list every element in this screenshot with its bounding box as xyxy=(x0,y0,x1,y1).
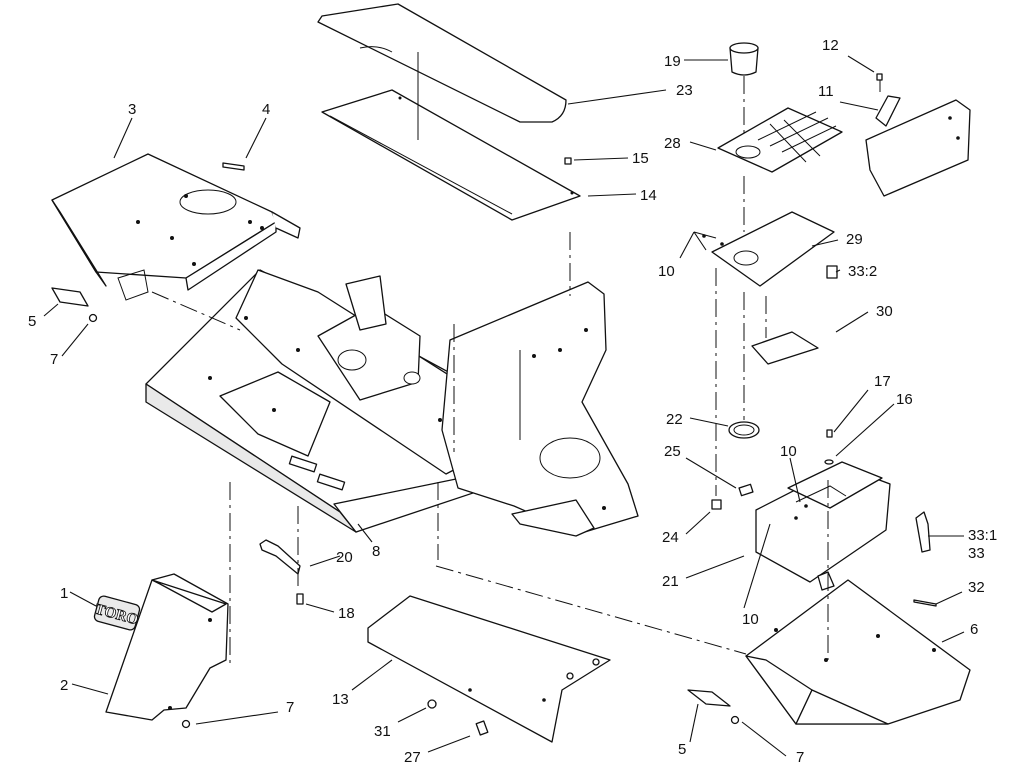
callout-22: 22 xyxy=(666,411,683,428)
callout-7-lower: 7 xyxy=(286,699,294,716)
callout-16: 16 xyxy=(896,391,913,408)
part-7-bolt-left xyxy=(88,313,98,323)
callout-12: 12 xyxy=(822,37,839,54)
callout-15: 15 xyxy=(632,150,649,167)
part-18-screw xyxy=(296,593,304,605)
callout-7-right: 7 xyxy=(796,749,804,766)
alignment-lines xyxy=(151,76,881,668)
callout-33: 33 xyxy=(968,545,985,562)
callout-29: 29 xyxy=(846,231,863,248)
callout-8: 8 xyxy=(372,543,380,560)
part-22-ring xyxy=(728,421,760,439)
part-11-bracket xyxy=(875,95,901,127)
callout-labels: 1 2 3 4 5 7 7 8 23 14 15 19 28 10 29 33:… xyxy=(28,37,997,766)
callout-10-bottom: 10 xyxy=(742,611,759,628)
part-28-grid-decal xyxy=(717,107,843,173)
part-3-left-cover xyxy=(51,153,301,301)
callout-20: 20 xyxy=(336,549,353,566)
part-31-nut xyxy=(427,699,437,709)
callout-3: 3 xyxy=(128,101,136,118)
part-12-screw xyxy=(876,73,883,81)
part-5-label-left xyxy=(51,287,89,307)
callout-1: 1 xyxy=(60,585,68,602)
part-14-panel xyxy=(321,89,581,221)
part-2-left-panel xyxy=(105,573,229,721)
callout-18: 18 xyxy=(338,605,355,622)
callout-30: 30 xyxy=(876,303,893,320)
part-16-washer xyxy=(824,459,834,465)
callout-14: 14 xyxy=(640,187,657,204)
callout-11: 11 xyxy=(818,83,834,100)
callout-21: 21 xyxy=(662,573,679,590)
callout-24: 24 xyxy=(662,529,679,546)
callout-33-2: 33:2 xyxy=(848,263,877,280)
part-5-label-right xyxy=(687,689,731,707)
part-17-screw xyxy=(826,429,833,438)
callout-17: 17 xyxy=(874,373,891,390)
part-7-bolt-right xyxy=(730,715,740,725)
callout-10-top: 10 xyxy=(658,263,675,280)
callout-13: 13 xyxy=(332,691,349,708)
part-13-panel xyxy=(367,595,611,743)
callout-6: 6 xyxy=(970,621,978,638)
callout-31: 31 xyxy=(374,723,391,740)
leader-lines xyxy=(43,55,965,757)
right-upper-panel xyxy=(865,99,971,197)
part-25-fuse xyxy=(738,483,754,497)
part-27-spacer xyxy=(475,720,489,736)
part-1-logo-decal: TORO xyxy=(93,595,141,631)
part-8-main-frame xyxy=(145,269,513,533)
callout-5-right: 5 xyxy=(678,741,686,758)
part-7-bolt-lower xyxy=(181,719,191,729)
part-20-bracket xyxy=(259,539,301,575)
part-33-latch xyxy=(915,511,931,553)
callout-27: 27 xyxy=(404,749,421,766)
callout-32: 32 xyxy=(968,579,985,596)
part-33-2-clip xyxy=(826,265,838,279)
part-30-plate xyxy=(751,331,819,365)
callout-25: 25 xyxy=(664,443,681,460)
part-21-console-housing xyxy=(755,461,891,591)
callout-2: 2 xyxy=(60,677,68,694)
callout-7-left: 7 xyxy=(50,351,58,368)
rear-chassis-plate xyxy=(441,281,639,537)
part-24-fuse xyxy=(711,499,722,510)
part-4-strip xyxy=(222,162,245,171)
callout-5-left: 5 xyxy=(28,313,36,330)
callout-10-middle: 10 xyxy=(780,443,797,460)
part-23-top-cover xyxy=(317,3,567,123)
callout-23: 23 xyxy=(676,82,693,99)
callout-19: 19 xyxy=(664,53,681,70)
part-29-tray xyxy=(702,211,835,287)
callout-33-1: 33:1 xyxy=(968,527,997,544)
part-19-cup xyxy=(729,42,759,76)
part-6-right-cover xyxy=(745,579,971,725)
part-32-strip xyxy=(913,599,937,607)
part-15-screw xyxy=(564,157,572,165)
callout-28: 28 xyxy=(664,135,681,152)
callout-4: 4 xyxy=(262,101,270,118)
